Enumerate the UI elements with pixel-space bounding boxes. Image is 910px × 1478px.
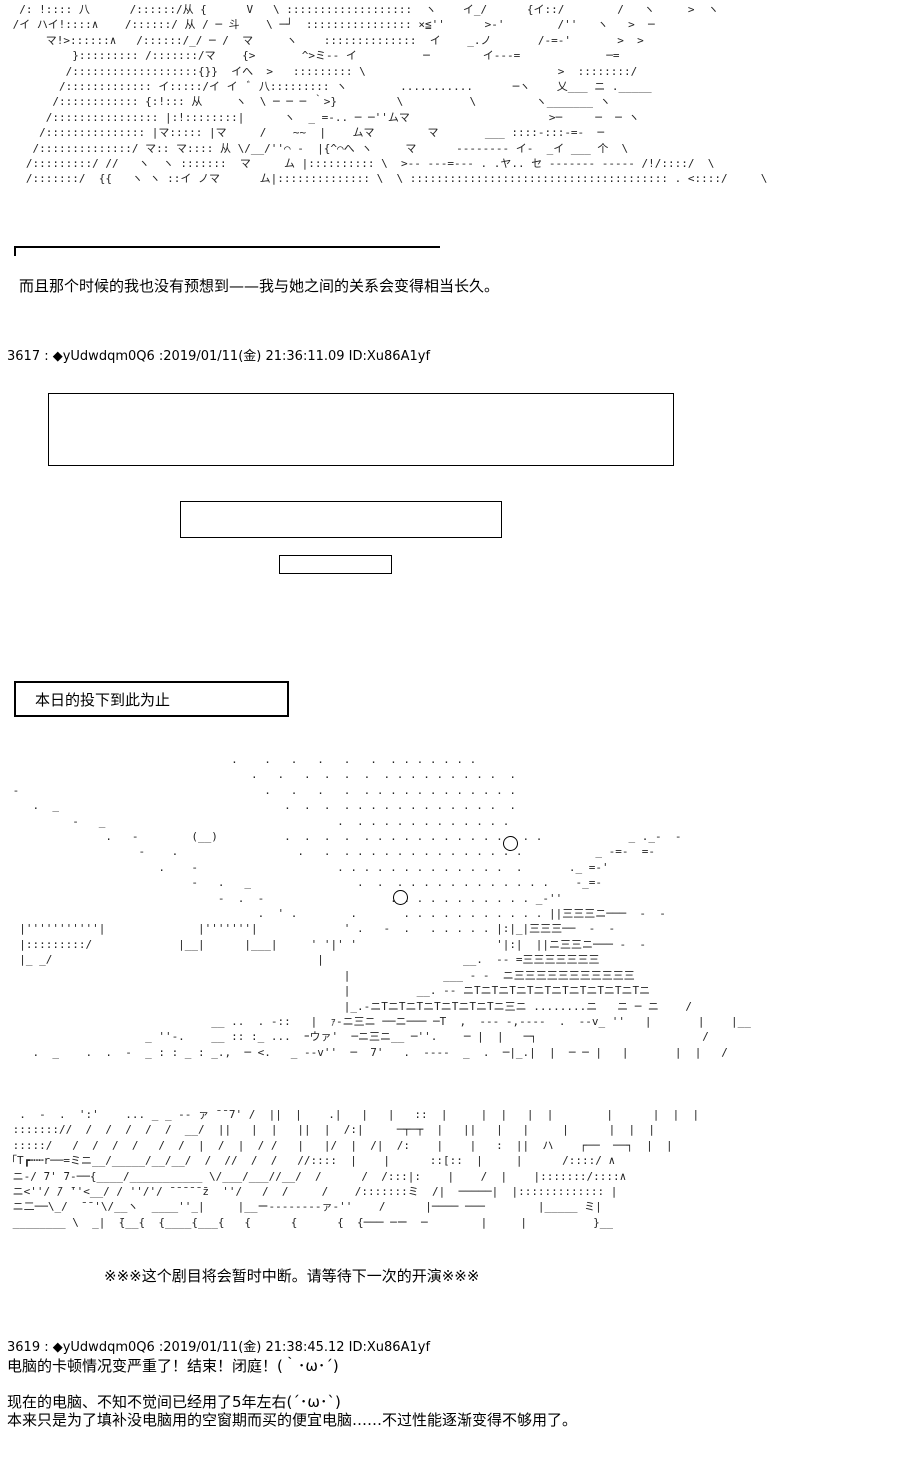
empty-frame-medium: [180, 501, 502, 538]
narration-frame-line: [14, 246, 440, 248]
empty-frame-large: [48, 393, 674, 466]
post-header-3617: 3617 : ◆yUdwdqm0Q6 :2019/01/11(金) 21:36:…: [7, 349, 431, 364]
ascii-art-bottom: . . . . . . . . . . . . . . . . . . . . …: [12, 753, 751, 1059]
ascii-art-bottom-lower: . - . ':' ... _ _ -- ァ ̄ ̄ 7' / || | .| …: [6, 1108, 700, 1229]
ascii-art-top: /: !:::: 八 /::::::/从 { V \ :::::::::::::…: [12, 3, 768, 186]
interlude-notice: ※※※这个剧目将会暂时中断。请等待下一次的开演※※※: [104, 1267, 480, 1285]
lamp-circle-left: [393, 890, 408, 905]
post-3619-line-1: 电脑的卡顿情况变严重了！结束！闭庭！(｀･ω･´): [7, 1357, 339, 1375]
todays-end-box: 本日的投下到此为止: [14, 681, 289, 717]
todays-end-label: 本日的投下到此为止: [35, 691, 171, 709]
lamp-circle-right: [503, 836, 518, 851]
narration-frame-edge: [14, 246, 16, 256]
post-header-3619: 3619 : ◆yUdwdqm0Q6 :2019/01/11(金) 21:38:…: [7, 1340, 431, 1355]
post-3619-line-3: 本来只是为了填补没电脑用的空窗期而买的便宜电脑……不过性能逐渐变得不够用了。: [7, 1411, 578, 1429]
post-3619-line-2: 现在的电脑、不知不觉间已经用了5年左右(´･ω･`): [7, 1393, 341, 1411]
narration-text: 而且那个时候的我也没有预想到——我与她之间的关系会变得相当长久。: [19, 277, 500, 295]
empty-frame-small: [279, 555, 392, 574]
